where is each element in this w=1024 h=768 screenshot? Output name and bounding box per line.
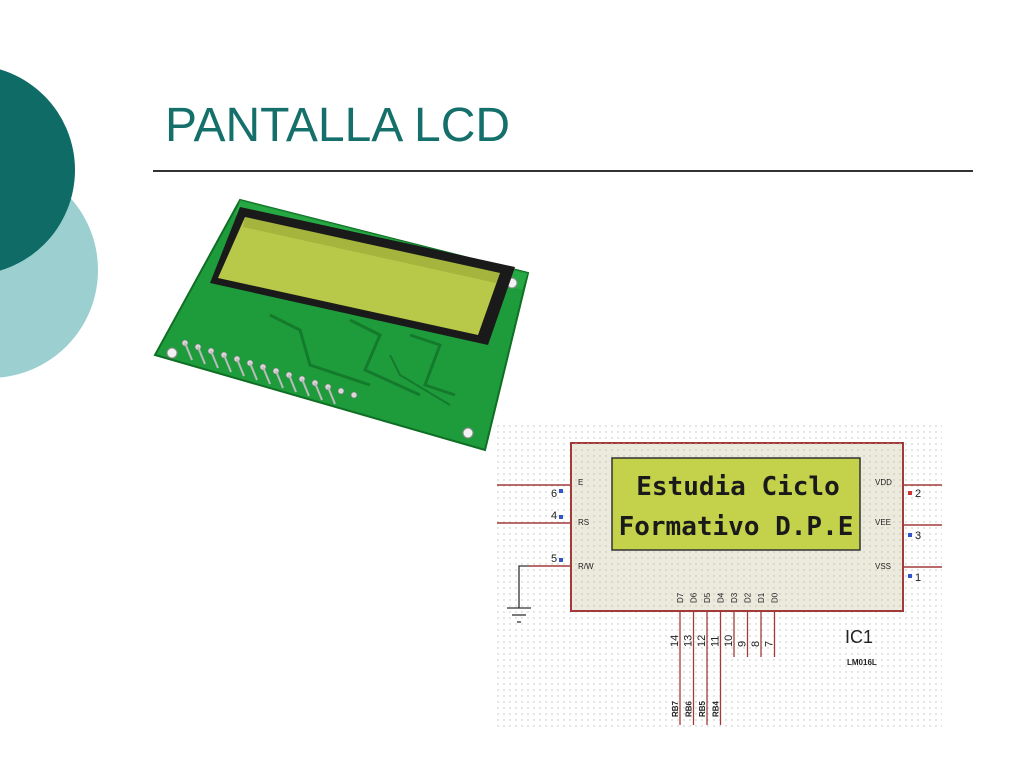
title-divider [153,170,973,172]
component-model: LM016L [847,658,877,667]
pin-number-e: 6 [551,488,557,500]
lcd-screen [611,457,861,551]
pin-number-vee: 3 [915,530,921,542]
data-pin-number-d4: 11 [710,636,722,647]
pin-name-e: E [578,478,583,487]
pin-name-vee: VEE [875,518,891,527]
pin-number-rs: 4 [551,510,557,522]
data-pin-number-d6: 13 [683,635,695,647]
data-pin-name-d4: D4 [717,592,726,603]
pin-name-vss: VSS [875,562,891,571]
decorative-circles [0,69,98,378]
data-pin-number-d5: 12 [696,635,708,647]
net-label-rb5: RB5 [698,700,707,717]
data-pin-number-d2: 9 [737,641,749,647]
pin-number-vdd: 2 [915,488,921,500]
data-pin-number-d3: 10 [723,635,735,647]
data-pin-number-d0: 7 [764,641,776,647]
display-line-1: Estudia Ciclo [636,472,840,502]
display-line-2: Formativo D.P.E [619,512,854,542]
data-pin-name-d6: D6 [690,592,699,603]
net-label-rb7: RB7 [671,700,680,717]
net-label-rb4: RB4 [712,700,721,717]
data-pin-name-d7: D7 [676,592,685,603]
data-pin-number-d7: 14 [669,635,681,647]
pin-name-rw: R/W [578,562,594,571]
pin-name-rs: RS [578,518,589,527]
component-reference: IC1 [845,627,873,647]
lcd-module-photo [153,198,530,452]
data-pin-name-d2: D2 [744,592,753,603]
pin-name-vdd: VDD [875,478,892,487]
pin-number-rw: 5 [551,553,557,565]
data-pin-name-d3: D3 [730,592,739,603]
dark-circle-shape [0,69,75,271]
data-pin-name-d1: D1 [757,592,766,603]
data-pin-number-d1: 8 [750,641,762,647]
pin-number-vss: 1 [915,572,921,584]
lcd-schematic: Estudia Ciclo Formativo D.P.E 6 4 5 E RS… [497,425,942,730]
data-pin-name-d5: D5 [703,592,712,603]
net-label-rb6: RB6 [685,700,694,717]
slide-title: PANTALLA LCD [165,99,511,152]
data-pin-name-d0: D0 [771,592,780,603]
